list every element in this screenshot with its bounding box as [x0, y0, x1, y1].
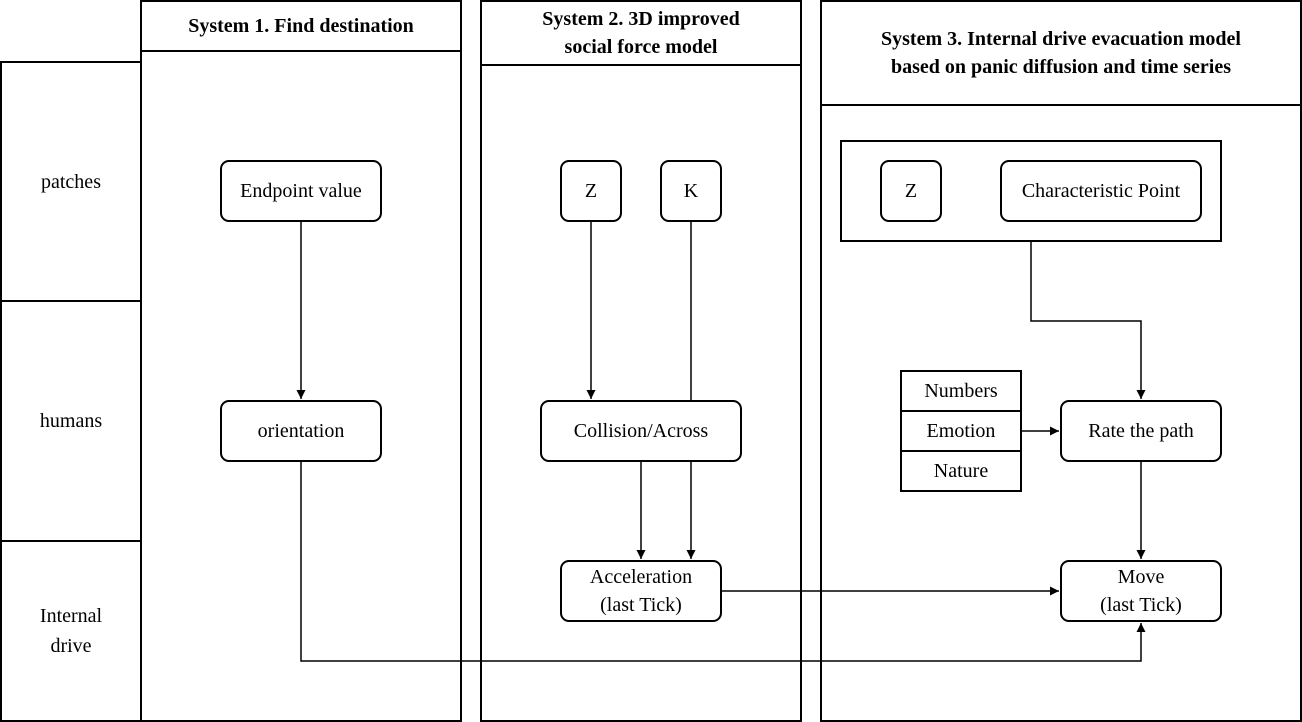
- row-label-internal-drive: Internal drive: [0, 540, 142, 722]
- acceleration-node: Acceleration (last Tick): [560, 560, 722, 622]
- factor-emotion: Emotion: [900, 410, 1022, 452]
- collision-across-node: Collision/Across: [540, 400, 742, 462]
- z-node-system-2: Z: [560, 160, 622, 222]
- orientation-node: orientation: [220, 400, 382, 462]
- z-node-system-3: Z: [880, 160, 942, 222]
- lane-system-2-title: System 2. 3D improved social force model: [482, 2, 800, 66]
- factor-nature: Nature: [900, 450, 1022, 492]
- edge-characteristic-to-rate: [1030, 242, 1146, 399]
- endpoint-value-node: Endpoint value: [220, 160, 382, 222]
- rate-the-path-node: Rate the path: [1060, 400, 1222, 462]
- move-node: Move (last Tick): [1060, 560, 1222, 622]
- edge-orientation-to-move: [300, 461, 1146, 662]
- row-label-patches: patches: [0, 61, 142, 302]
- k-node-system-2: K: [660, 160, 722, 222]
- characteristic-point-node: Characteristic Point: [1000, 160, 1202, 222]
- factor-numbers: Numbers: [900, 370, 1022, 412]
- lane-system-3-title: System 3. Internal drive evacuation mode…: [822, 2, 1300, 106]
- lane-system-1-title: System 1. Find destination: [142, 2, 460, 52]
- row-label-humans: humans: [0, 300, 142, 542]
